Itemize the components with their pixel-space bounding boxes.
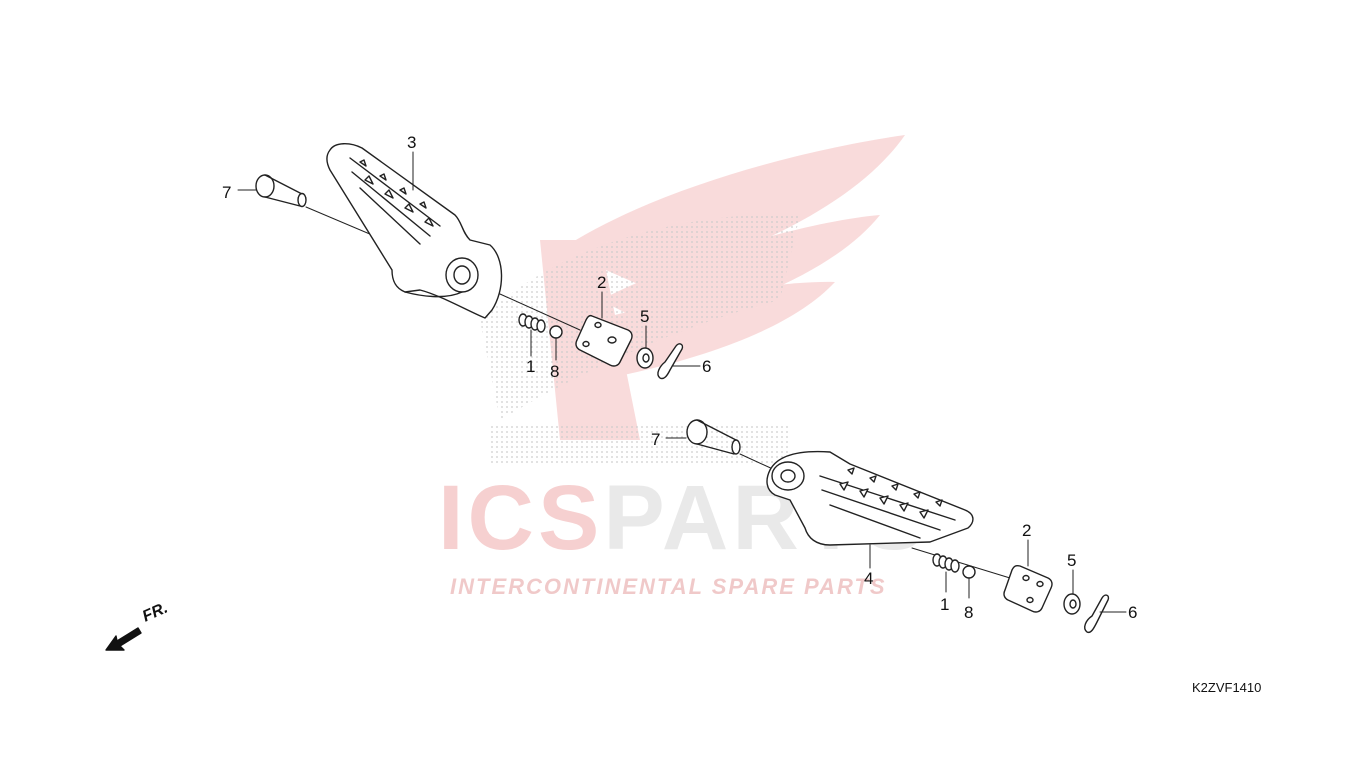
upper-ball-8 <box>549 325 563 361</box>
callout-lower-plate-2: 2 <box>1022 521 1031 540</box>
callout-upper-ball-8: 8 <box>550 362 559 381</box>
callout-upper-pin-6: 6 <box>702 357 711 376</box>
callout-lower-step-4: 4 <box>864 569 873 588</box>
callout-upper-washer-5: 5 <box>640 307 649 326</box>
lower-step-4 <box>766 450 1011 579</box>
lower-washer-5 <box>1063 569 1081 615</box>
lower-spring-1 <box>932 553 960 593</box>
lower-bolt-7 <box>665 419 776 471</box>
upper-washer-5 <box>636 325 654 369</box>
callout-upper-spring-1: 1 <box>526 357 535 376</box>
lower-plate-2 <box>1003 539 1053 613</box>
lower-pin-6 <box>1084 594 1127 634</box>
callout-upper-bolt-7: 7 <box>222 183 231 202</box>
callout-upper-step-3: 3 <box>407 133 416 152</box>
diagram-reference-code: K2ZVF1410 <box>1192 680 1262 695</box>
front-direction-arrow-icon <box>105 627 142 651</box>
upper-spring-1 <box>518 313 546 357</box>
callout-lower-spring-1: 1 <box>940 595 949 614</box>
callout-lower-ball-8: 8 <box>964 603 973 622</box>
watermark-brand-ics: ICS <box>438 467 604 569</box>
upper-pin-6 <box>657 343 701 380</box>
watermark-tagline: INTERCONTINENTAL SPARE PARTS <box>450 574 887 599</box>
upper-plate-2 <box>575 291 633 367</box>
callout-lower-bolt-7: 7 <box>651 430 660 449</box>
callout-lower-washer-5: 5 <box>1067 551 1076 570</box>
callout-upper-plate-2: 2 <box>597 273 606 292</box>
lower-ball-8 <box>962 565 976 599</box>
callout-lower-pin-6: 6 <box>1128 603 1137 622</box>
upper-step-3 <box>326 143 581 331</box>
honda-wing-watermark <box>480 135 905 463</box>
